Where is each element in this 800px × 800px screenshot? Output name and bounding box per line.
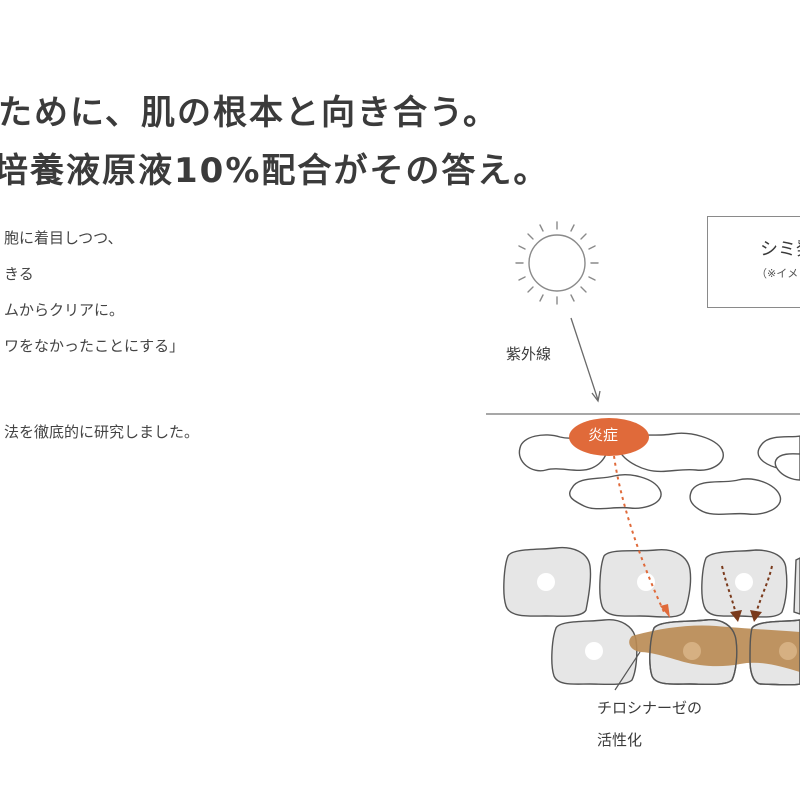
- uv-arrow: [570, 317, 601, 403]
- inflammation-label: 炎症: [588, 426, 619, 444]
- body-line-4: ワをなかったことにする」: [4, 337, 185, 355]
- headline-line-1: ために、肌の根本と向き合う。: [0, 93, 499, 133]
- body-line-2: きる: [4, 265, 34, 283]
- inflammation-signal-arrow: [613, 455, 670, 618]
- uv-label: 紫外線: [506, 345, 552, 363]
- body-line-6: 法を徹底的に研究しました。: [4, 423, 200, 441]
- inflammation-spot: [569, 418, 649, 456]
- melanocyte-arrowheads: [730, 610, 762, 622]
- sun-icon: [515, 221, 599, 305]
- note-title: シミ発: [760, 239, 800, 260]
- upper-cells: [518, 432, 800, 515]
- melanocyte-arrows: [721, 565, 773, 615]
- headline-line-2: 培養液原液10%配合がその答え。: [0, 151, 550, 191]
- basal-nuclei-row1: [537, 573, 753, 591]
- cell-outline-overlay: [649, 619, 800, 686]
- tyrosinase-leader-line: [614, 651, 641, 691]
- body-line-1: 胞に着目しつつ、: [4, 229, 123, 247]
- basal-nuclei-row2: [585, 642, 603, 660]
- melanin-spread: [629, 625, 800, 672]
- note-subtitle: （※イメ: [756, 267, 799, 280]
- melanin-nuclei: [683, 642, 797, 660]
- tyrosinase-label-line-2: 活性化: [597, 731, 643, 749]
- note-box: シミ発 （※イメ: [707, 216, 800, 308]
- body-line-3: ムからクリアに。: [4, 301, 125, 319]
- tyrosinase-label-line-1: チロシナーゼの: [597, 699, 703, 717]
